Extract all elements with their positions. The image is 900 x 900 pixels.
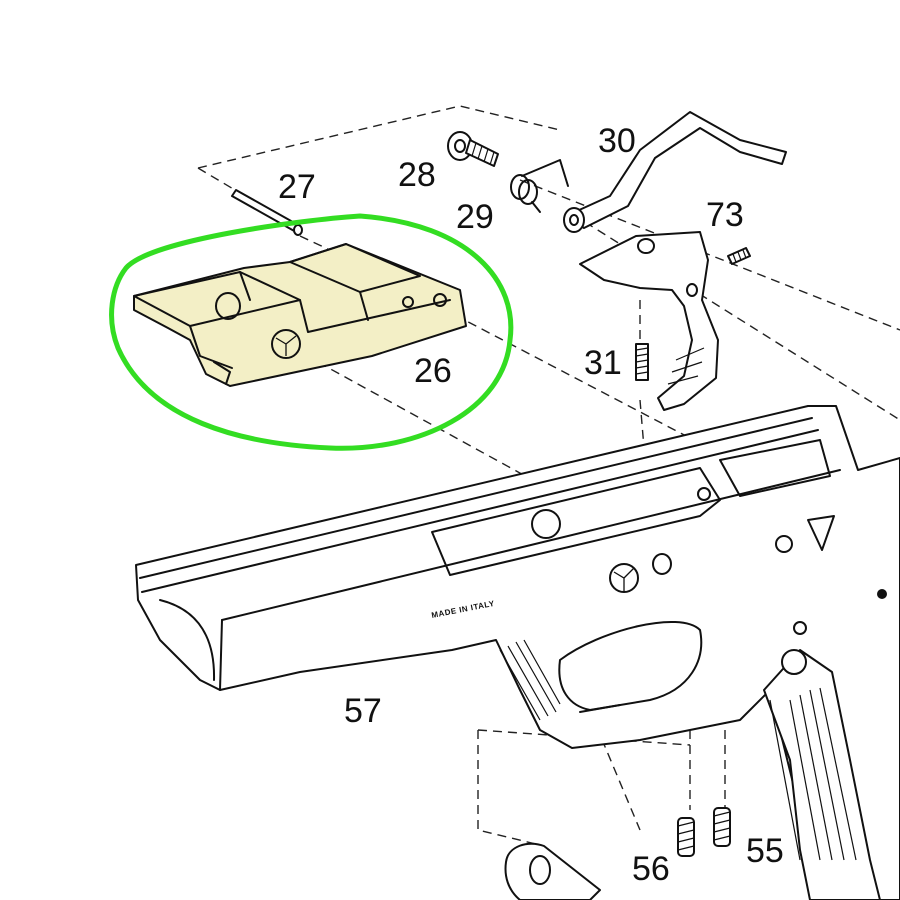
label-part-29: 29 xyxy=(456,198,494,236)
label-part-55: 55 xyxy=(746,832,784,870)
magazine-release-button xyxy=(504,842,601,900)
part-55-spring xyxy=(713,807,731,847)
label-part-27: 27 xyxy=(278,168,316,206)
part-56-spring xyxy=(677,817,695,857)
label-part-31: 31 xyxy=(584,344,622,382)
part-27-pin xyxy=(231,189,303,236)
part-28-screw xyxy=(447,131,499,167)
part-57-frame xyxy=(135,405,900,900)
part-73-spring xyxy=(727,247,751,265)
part-31-spring xyxy=(635,343,649,381)
label-part-73: 73 xyxy=(706,196,744,234)
part-26-sear-housing xyxy=(133,243,467,387)
label-part-26: 26 xyxy=(414,352,452,390)
label-part-57: 57 xyxy=(344,692,382,730)
label-part-28: 28 xyxy=(398,156,436,194)
trigger xyxy=(579,231,719,411)
part-29-spring xyxy=(510,159,569,213)
part-30-trigger-bar xyxy=(563,111,787,233)
label-part-30: 30 xyxy=(598,122,636,160)
label-part-56: 56 xyxy=(632,850,670,888)
highlight-outline xyxy=(109,213,514,451)
